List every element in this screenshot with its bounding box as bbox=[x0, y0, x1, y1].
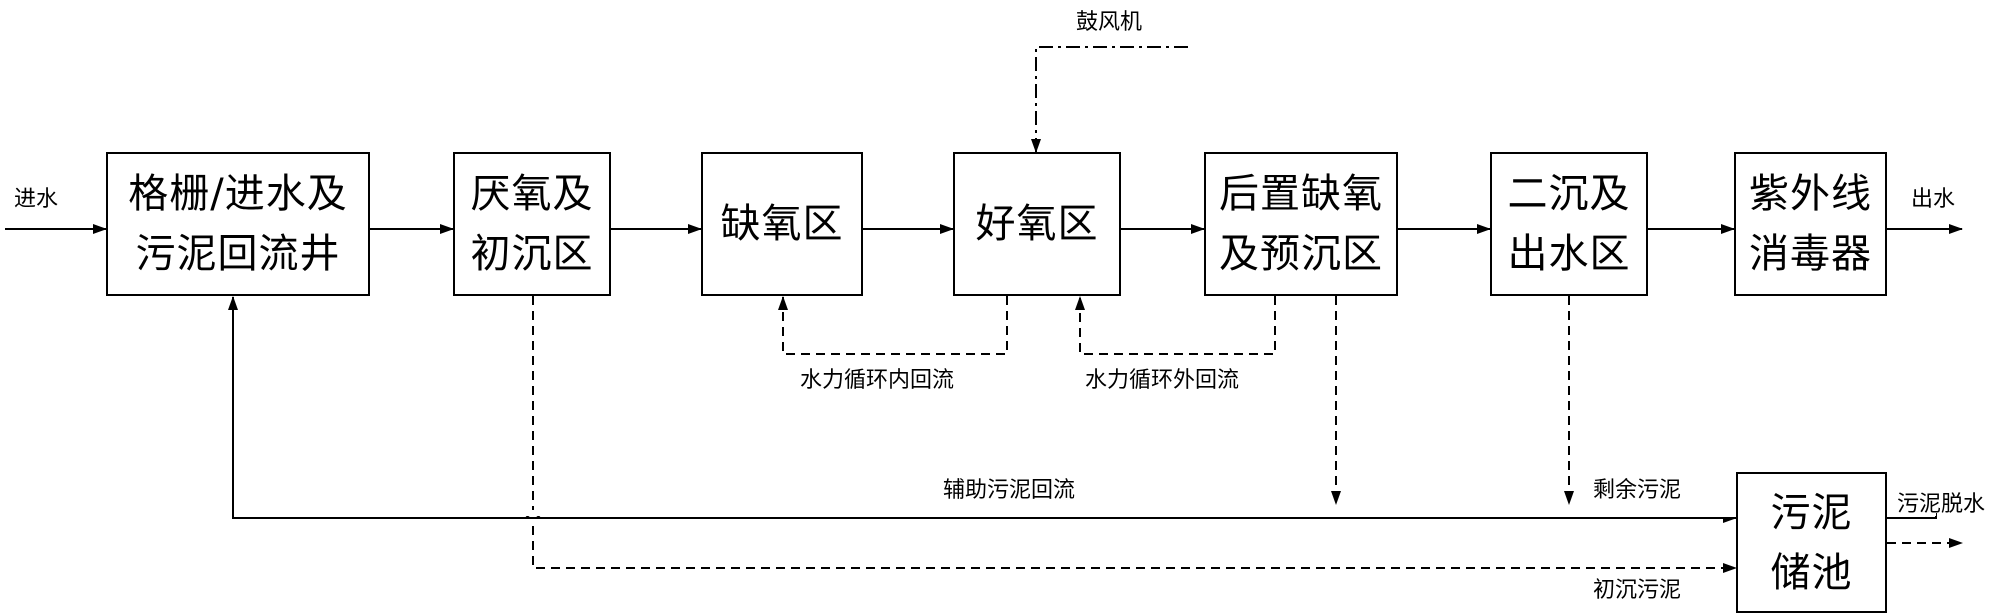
anaerobic-box: 厌氧及 初沉区 bbox=[453, 152, 611, 296]
aux-sludge-return-label: 辅助污泥回流 bbox=[943, 478, 1076, 503]
excess-sludge-label: 剩余污泥 bbox=[1593, 478, 1682, 503]
blower-label: 鼓风机 bbox=[1076, 10, 1143, 35]
anaerobic-line-1: 厌氧及 bbox=[470, 171, 594, 217]
external-recycle-line bbox=[1075, 296, 1276, 355]
aerobic-label: 好氧区 bbox=[975, 201, 1099, 247]
uv-disinfector-box: 紫外线 消毒器 bbox=[1734, 152, 1887, 296]
anaerobic-line-2: 初沉区 bbox=[470, 231, 594, 277]
screen-well-line-1: 格栅/进水及 bbox=[128, 171, 348, 217]
primary-sludge-label: 初沉污泥 bbox=[1593, 578, 1682, 603]
primary-sludge-line-lower bbox=[532, 526, 1737, 573]
sludge-dewatering-label: 污泥脱水 bbox=[1897, 492, 1986, 517]
secondary-box: 二沉及 出水区 bbox=[1490, 152, 1648, 296]
aerobic-box: 好氧区 bbox=[953, 152, 1121, 296]
external-recycle-label: 水力循环外回流 bbox=[1085, 368, 1240, 393]
screen-well-box: 格栅/进水及 污泥回流井 bbox=[106, 152, 370, 296]
secondary-line-2: 出水区 bbox=[1507, 231, 1631, 277]
blower-air-line bbox=[1031, 46, 1188, 153]
sludge-tank-line-1: 污泥 bbox=[1770, 489, 1853, 536]
post-anoxic-line-1: 后置缺氧 bbox=[1219, 171, 1383, 217]
inflow-label: 进水 bbox=[14, 187, 59, 212]
anoxic-label: 缺氧区 bbox=[720, 201, 844, 247]
screen-well-line-2: 污泥回流井 bbox=[135, 231, 341, 277]
post-anoxic-box: 后置缺氧 及预沉区 bbox=[1204, 152, 1398, 296]
outflow-label: 出水 bbox=[1911, 187, 1956, 212]
uv-line-1: 紫外线 bbox=[1749, 171, 1872, 217]
sludge-tank-box: 污泥 储池 bbox=[1736, 472, 1887, 613]
aux-sludge-return-left bbox=[228, 296, 526, 519]
secondary-line-1: 二沉及 bbox=[1507, 171, 1631, 217]
internal-recycle-label: 水力循环内回流 bbox=[800, 368, 955, 393]
uv-line-2: 消毒器 bbox=[1749, 231, 1872, 277]
post-anoxic-line-2: 及预沉区 bbox=[1219, 231, 1383, 277]
internal-recycle-line bbox=[778, 296, 1008, 355]
anoxic-box: 缺氧区 bbox=[701, 152, 863, 296]
sludge-tank-line-2: 储池 bbox=[1770, 549, 1853, 596]
